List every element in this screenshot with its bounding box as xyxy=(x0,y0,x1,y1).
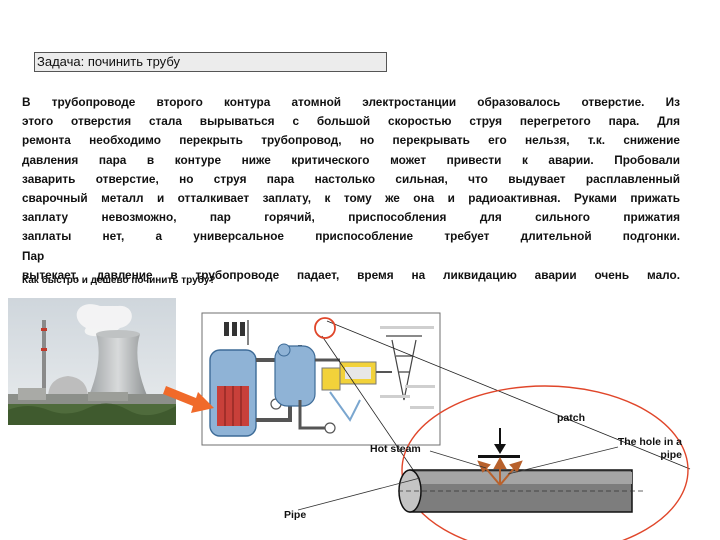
question-text: Как быстро и дешево починить трубу? xyxy=(22,275,216,286)
problem-line: вытекает, давление в трубопроводе падает… xyxy=(22,267,680,282)
hot-steam-label: Hot steam xyxy=(370,443,421,455)
problem-line: заплату невозможно, пар горячий, приспос… xyxy=(22,210,680,225)
problem-line: заварить отверстие, но струя пара настол… xyxy=(22,171,680,186)
problem-line: ремонта необходимо перекрыть трубопровод… xyxy=(22,133,680,148)
problem-line: В трубопроводе второго контура атомной э… xyxy=(22,95,680,109)
power-plant-photo xyxy=(8,298,176,425)
hole-label: The hole in a pipe xyxy=(617,436,682,461)
problem-line: сварочный металл и отталкивает заплату, … xyxy=(22,191,680,206)
problem-line: давления пара в контуре ниже критическог… xyxy=(22,152,680,167)
pointer-arrow xyxy=(163,386,214,413)
patch-illustration xyxy=(478,428,520,458)
hole-marker-circle xyxy=(314,317,336,339)
task-title: Задача: починить трубу xyxy=(34,52,387,72)
problem-text: В трубопроводе второго контура атомной э… xyxy=(22,93,680,285)
patch-label: patch xyxy=(557,412,586,424)
pipe-label: Pipe xyxy=(284,509,307,521)
problem-line: этого отверстия стала вырываться с больш… xyxy=(22,114,680,129)
pipe-illustration xyxy=(398,469,646,513)
problem-line: заплаты нет, а универсальное приспособле… xyxy=(22,229,680,244)
detail-callout-circle xyxy=(401,385,689,540)
problem-line: Пар xyxy=(22,248,45,263)
plant-schematic xyxy=(209,320,435,437)
